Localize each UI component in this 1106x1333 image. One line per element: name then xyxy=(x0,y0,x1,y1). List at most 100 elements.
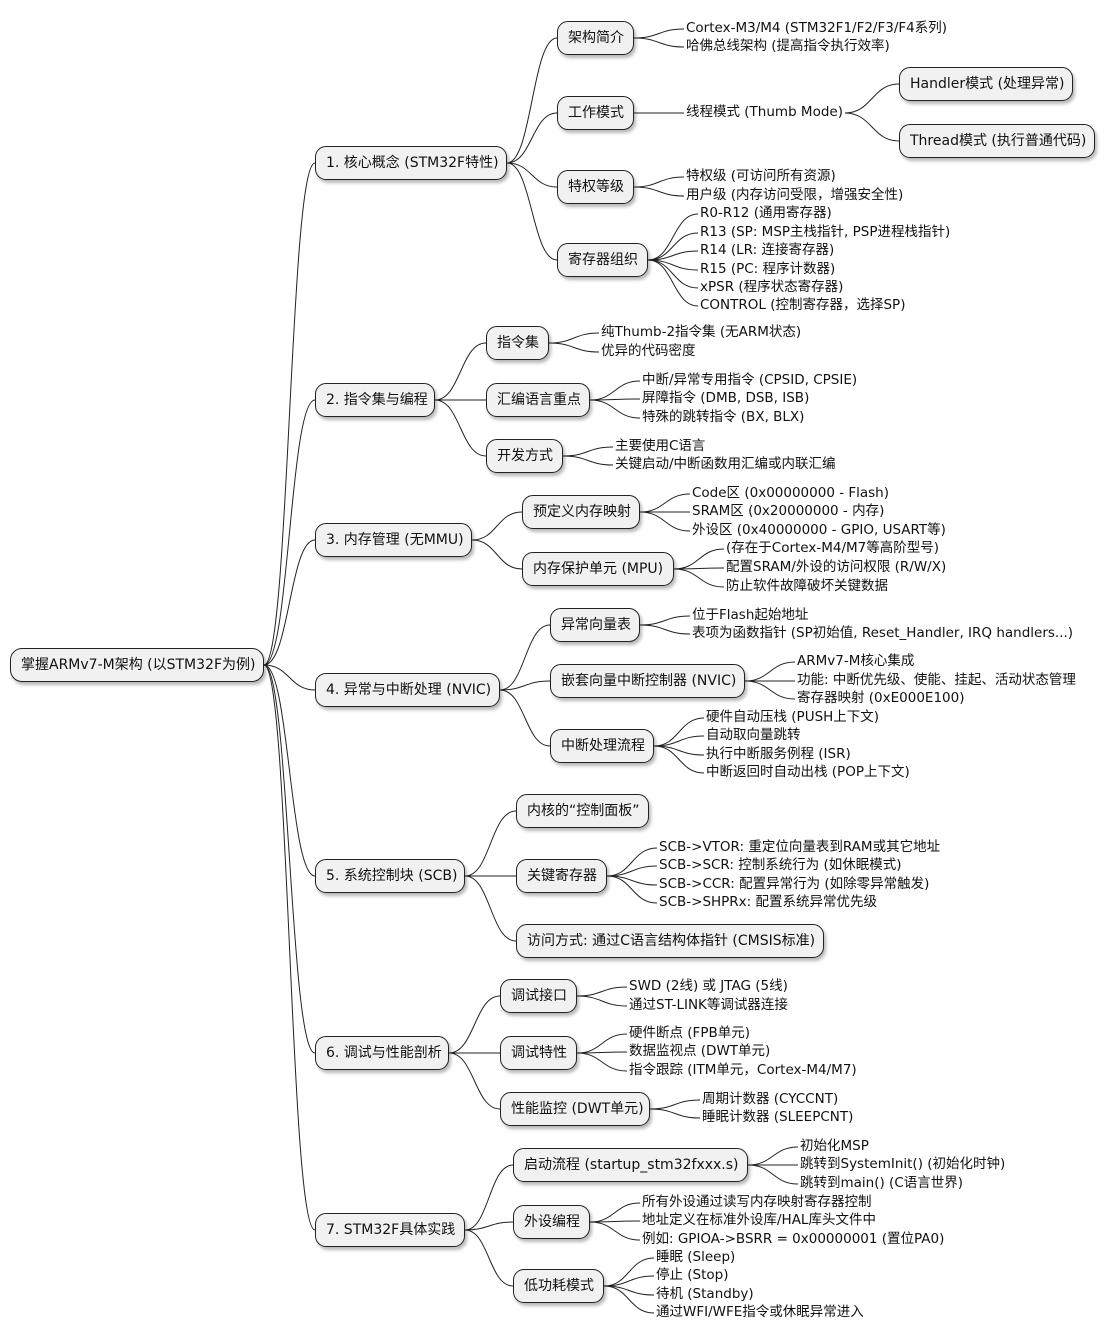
connector-line-0 xyxy=(263,162,316,666)
leaf-item: 跳转到SystemInit() (初始化时钟) xyxy=(800,1156,1006,1172)
leaf-item: 用户级 (内存访问受限，增强安全性) xyxy=(686,187,904,203)
connector-line-60 xyxy=(448,995,501,1054)
connector-line-61 xyxy=(576,986,628,997)
topic-node: 汇编语言重点 xyxy=(486,383,590,417)
connector-line-11 xyxy=(506,162,558,261)
connector-line-38 xyxy=(263,664,316,691)
leaf-item: xPSR (程序状态寄存器) xyxy=(700,279,844,295)
connector-line-52 xyxy=(464,810,517,877)
connector-line-14 xyxy=(647,250,699,261)
section-node: 2. 指令集与编程 xyxy=(315,383,435,417)
leaf-item: Cortex-M3/M4 (STM32F1/F2/F3/F4系列) xyxy=(686,20,948,36)
connector-line-58 xyxy=(464,875,517,942)
section-node: 7. STM32F具体实践 xyxy=(315,1213,465,1247)
connector-line-37 xyxy=(673,568,725,588)
section-node: 3. 内存管理 (无MMU) xyxy=(315,523,472,557)
connector-line-75 xyxy=(464,1221,514,1231)
connector-line-25 xyxy=(589,399,641,419)
connector-line-19 xyxy=(434,342,487,401)
section-node: 1. 核心概念 (STM32F特性) xyxy=(315,146,507,180)
connector-line-74 xyxy=(747,1164,799,1185)
connector-line-6 xyxy=(844,83,900,114)
connector-line-71 xyxy=(464,1164,514,1231)
section-node: 4. 异常与中断处理 (NVIC) xyxy=(315,673,500,707)
connector-line-26 xyxy=(434,399,487,457)
leaf-item: 自动取向量跳转 xyxy=(706,727,801,743)
connector-line-9 xyxy=(633,176,685,188)
leaf-item: 睡眠计数器 (SLEEPCNT) xyxy=(702,1109,854,1125)
leaf-item: Code区 (0x00000000 - Flash) xyxy=(692,485,890,501)
connector-line-81 xyxy=(603,1275,655,1287)
leaf-item: 主要使用C语言 xyxy=(615,438,706,454)
leaf-item: 睡眠 (Sleep) xyxy=(656,1249,736,1265)
leaf-item: R13 (SP: MSP主栈指针, PSP进程栈指针) xyxy=(700,224,951,240)
topic-node: 预定义内存映射 xyxy=(522,495,640,529)
leaf-item: 执行中断服务例程 (ISR) xyxy=(706,746,851,762)
connector-line-21 xyxy=(548,342,600,353)
connector-line-3 xyxy=(633,37,685,48)
topic-node: 访问方式: 通过C语言结构体指针 (CMSIS标准) xyxy=(516,924,824,958)
leaf-item: SCB->SCR: 控制系统行为 (如休眠模式) xyxy=(659,857,902,873)
connector-line-12 xyxy=(647,213,699,261)
connector-line-76 xyxy=(589,1202,641,1223)
leaf-item: 周期计数器 (CYCCNT) xyxy=(702,1091,839,1107)
leaf-item: 硬件自动压栈 (PUSH上下文) xyxy=(706,709,880,725)
leaf-item: 地址定义在标准外设库/HAL库头文件中 xyxy=(642,1212,876,1228)
connector-line-28 xyxy=(562,455,614,466)
leaf-item: SWD (2线) 或 JTAG (5线) xyxy=(629,978,788,994)
leaf-item: 特殊的跳转指令 (BX, BLX) xyxy=(642,409,805,425)
connector-line-1 xyxy=(506,37,558,164)
leaf-item: 硬件断点 (FPB单元) xyxy=(629,1025,750,1041)
connector-line-79 xyxy=(464,1229,514,1287)
topic-node: 关键寄存器 xyxy=(516,859,607,893)
connector-line-4 xyxy=(506,112,558,164)
topic-node: 内核的“控制面板” xyxy=(516,794,649,828)
leaf-item: R14 (LR: 连接寄存器) xyxy=(700,242,835,258)
topic-node: 启动流程 (startup_stm32fxxx.s) xyxy=(513,1148,748,1182)
topic-node: 工作模式 xyxy=(557,96,634,130)
connector-line-18 xyxy=(263,399,316,666)
leaf-item: R15 (PC: 程序计数器) xyxy=(700,261,836,277)
leaf-item: 优异的代码密度 xyxy=(601,343,696,359)
topic-node: 异常向量表 xyxy=(550,608,640,642)
leaf-item: R0-R12 (通用寄存器) xyxy=(700,205,832,221)
connector-line-78 xyxy=(589,1221,641,1241)
connector-line-8 xyxy=(506,162,558,188)
connector-line-10 xyxy=(633,186,685,197)
leaf-item: 初始化MSP xyxy=(800,1138,869,1154)
topic-node: 指令集 xyxy=(486,326,549,360)
connector-line-39 xyxy=(499,624,551,691)
topic-node: 性能监控 (DWT单元) xyxy=(500,1092,650,1126)
leaf-item: 哈佛总线架构 (提高指令执行效率) xyxy=(686,38,890,54)
connector-line-29 xyxy=(263,539,316,666)
leaf-item: 表项为函数指针 (SP初始值, Reset_Handler, IRQ handl… xyxy=(692,625,1074,641)
connector-line-83 xyxy=(603,1285,655,1314)
connector-line-17 xyxy=(647,259,699,307)
topic-node: 调试特性 xyxy=(500,1036,577,1070)
leaf-item: ARMv7-M核心集成 xyxy=(797,653,915,669)
leaf-item: 外设区 (0x40000000 - GPIO, USART等) xyxy=(692,522,946,538)
connector-line-64 xyxy=(576,1033,628,1054)
leaf-item: 跳转到main() (C语言世界) xyxy=(800,1175,964,1191)
root-node: 掌握ARMv7-M架构 (以STM32F为例) xyxy=(10,648,264,682)
connector-line-31 xyxy=(639,493,691,513)
leaf-item: 功能: 中断优先级、使能、挂起、活动状态管理 xyxy=(797,672,1076,688)
section-node: 6. 调试与性能剖析 xyxy=(315,1036,449,1070)
connector-line-40 xyxy=(639,615,691,626)
leaf-item: 屏障指令 (DMB, DSB, ISB) xyxy=(642,390,810,406)
connector-line-46 xyxy=(499,689,551,747)
connector-line-51 xyxy=(263,664,316,877)
connector-line-80 xyxy=(603,1257,655,1287)
connector-line-55 xyxy=(606,865,658,877)
connector-line-41 xyxy=(639,624,691,635)
connector-line-35 xyxy=(673,548,725,570)
topic-node: 内存保护单元 (MPU) xyxy=(522,552,674,586)
topic-node: 特权等级 xyxy=(557,170,634,204)
connector-line-62 xyxy=(576,995,628,1007)
leaf-item: SCB->SHPRx: 配置系统异常优先级 xyxy=(659,894,878,910)
leaf-item: SRAM区 (0x20000000 - 内存) xyxy=(692,503,885,519)
leaf-item: 线程模式 (Thumb Mode) xyxy=(686,104,843,120)
leaf-item: 关键启动/中断函数用汇编或内联汇编 xyxy=(615,456,836,472)
connector-line-45 xyxy=(744,680,796,700)
